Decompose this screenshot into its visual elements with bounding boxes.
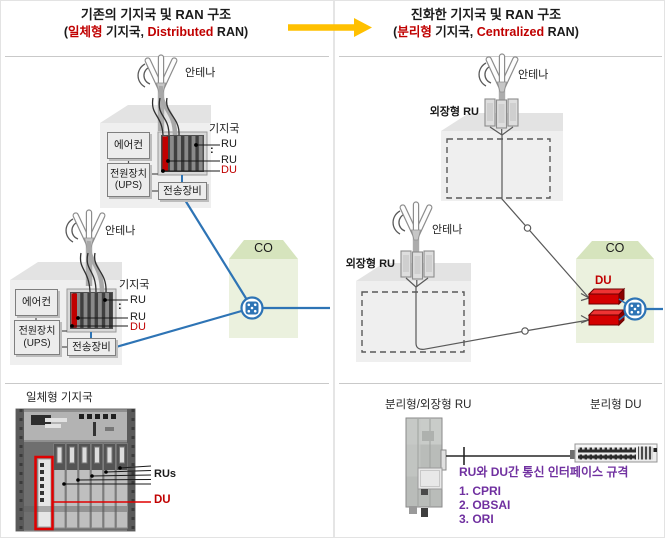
base-station-label: 기지국 xyxy=(209,123,240,135)
antenna-label: 안테나 xyxy=(432,224,463,236)
du-label: DU xyxy=(130,321,146,333)
integrated-bts-photo-title: 일체형 기지국 xyxy=(26,392,93,404)
du-highlight-outline xyxy=(34,455,54,531)
base-station-label: 기지국 xyxy=(119,279,150,291)
antenna-label: 안테나 xyxy=(518,69,549,81)
du-unit xyxy=(587,287,626,306)
separated-du-photo-title: 분리형 DU xyxy=(590,399,642,411)
bts-rack-photo xyxy=(15,408,136,532)
du-label: DU xyxy=(221,164,237,176)
right-lower-external-ru-units xyxy=(400,250,435,280)
right-fronthaul-lines xyxy=(405,126,590,350)
removed-equipment-outline xyxy=(361,291,465,353)
left-lower-rack-callouts xyxy=(70,298,128,328)
ru-label: RU xyxy=(221,138,237,150)
external-ru-label: 외장형 RU xyxy=(345,258,395,270)
right-lower-building xyxy=(356,263,471,362)
ups-box: 전원장치(UPS) xyxy=(14,320,60,355)
separated-ru-photo-title: 분리형/외장형 RU xyxy=(385,399,472,411)
right-upper-external-ru-units xyxy=(484,98,519,129)
left-lower-feeder-cables xyxy=(79,240,107,293)
interface-spec-item: 3. ORI xyxy=(459,512,494,526)
interface-spec-item: 1. CPRI xyxy=(459,484,502,498)
ellipsis-label: : xyxy=(210,144,214,156)
network-switch-icon xyxy=(623,297,647,321)
right-bottom-rule xyxy=(339,383,662,384)
removed-equipment-outline xyxy=(446,138,551,199)
du-callout-label: DU xyxy=(154,494,171,506)
du-server-photo xyxy=(570,443,658,463)
external-ru-label: 외장형 RU xyxy=(429,106,479,118)
aircon-box: 에어컨 xyxy=(107,132,150,159)
left-fiber-links xyxy=(90,175,330,349)
du-label: DU xyxy=(595,275,612,287)
ups-box: 전원장치(UPS) xyxy=(107,163,150,197)
left-title-line2: (일체형 기지국, Distributed RAN) xyxy=(63,24,249,39)
right-panel-title: 진화한 기지국 및 RAN 구조 (분리형 기지국, Centralized R… xyxy=(336,7,636,40)
ellipsis-label: : xyxy=(118,300,122,312)
left-bottom-rule xyxy=(5,383,329,384)
interface-spec-item: 2. OBSAI xyxy=(459,498,511,512)
ru-label: RU xyxy=(221,154,237,166)
external-ru-photo xyxy=(405,417,447,517)
ru-label: RU xyxy=(130,294,146,306)
evolution-arrow-icon xyxy=(288,18,372,37)
left-title-rule xyxy=(5,56,329,57)
transport-box: 전송장비 xyxy=(67,338,116,356)
co-label: CO xyxy=(254,241,273,255)
ru-label: RU xyxy=(130,311,146,323)
left-upper-bts-rack xyxy=(157,131,208,176)
aircon-box: 에어컨 xyxy=(15,289,58,316)
transport-box: 전송장비 xyxy=(158,182,207,200)
left-box-connectors xyxy=(35,159,158,348)
right-title-line1: 진화한 기지국 및 RAN 구조 xyxy=(410,7,562,22)
ru-du-interface-line xyxy=(446,447,571,465)
co-label: CO xyxy=(605,241,625,255)
network-switch-icon xyxy=(240,296,264,320)
left-upper-feeder-cables xyxy=(151,85,180,136)
left-title-line1: 기존의 기지국 및 RAN 구조 xyxy=(80,7,232,22)
panel-divider xyxy=(333,1,335,537)
du-unit xyxy=(587,308,626,327)
rus-callout-label: RUs xyxy=(154,468,177,480)
interface-spec-title: RU와 DU간 통신 인터페이스 규격 xyxy=(459,465,629,479)
rack-photo-ru-callouts xyxy=(62,465,152,486)
antenna-label: 안테나 xyxy=(185,67,216,79)
left-panel-title: 기존의 기지국 및 RAN 구조 (일체형 기지국, Distributed R… xyxy=(6,7,306,40)
left-co-building xyxy=(229,240,298,338)
antenna-label: 안테나 xyxy=(105,225,136,237)
right-title-line2: (분리형 기지국, Centralized RAN) xyxy=(393,24,579,39)
left-upper-rack-callouts xyxy=(161,143,220,173)
